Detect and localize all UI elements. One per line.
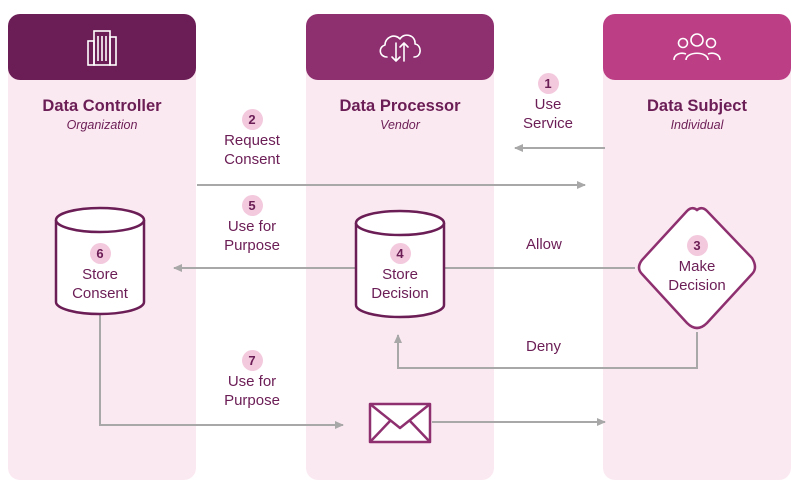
lane-data-controller: Data Controller Organization [8,14,196,480]
lane-header-processor [306,14,494,80]
step-badge: 4 [389,243,411,264]
cylinder-store-decision [354,209,446,319]
edge-label-allow: Allow [526,236,562,253]
step-text: Store Decision [371,266,429,302]
step-label-use-for-purpose-7: 7 Use for Purpose [207,350,297,410]
step-label-use-service: 1 Use Service [510,73,586,133]
step-text: Make Decision [668,258,726,294]
step-label-use-for-purpose-5: 5 Use for Purpose [207,195,297,255]
step-badge: 1 [537,73,559,94]
step-label-make-decision: 3 Make Decision [652,235,742,295]
step-text: Use for Purpose [224,373,280,409]
step-text: Use for Purpose [224,218,280,254]
step-text: Store Consent [72,266,128,302]
lane-title-processor: Data Processor [339,97,461,115]
cylinder-store-consent [54,206,146,316]
lane-header-subject [603,14,791,80]
lane-title-controller: Data Controller [42,97,162,115]
step-text: Use Service [522,96,574,132]
lane-title-subject: Data Subject [647,97,747,115]
step-badge: 7 [241,350,263,371]
lane-subtitle-processor: Vendor [380,118,420,132]
lane-subtitle-controller: Organization [66,118,138,132]
envelope-icon [368,402,432,444]
connector-use-for-purpose-7 [99,315,344,429]
step-badge: 2 [241,109,263,130]
step-badge: 5 [241,195,263,216]
cloud-sync-icon [379,34,421,62]
step-label-store-decision: 4 Store Decision [355,243,445,303]
building-icon [87,30,117,66]
lane-subtitle-subject: Individual [670,118,724,132]
users-icon [673,33,721,61]
step-badge: 6 [89,243,111,264]
connector-deny [394,332,698,369]
step-text: Request Consent [224,132,280,168]
lane-header-controller [8,14,196,80]
edge-label-deny: Deny [526,338,562,355]
step-badge: 3 [686,235,708,256]
step-label-request-consent: 2 Request Consent [207,109,297,169]
diamond-make-decision [637,207,757,330]
step-label-store-consent: 6 Store Consent [55,243,145,303]
